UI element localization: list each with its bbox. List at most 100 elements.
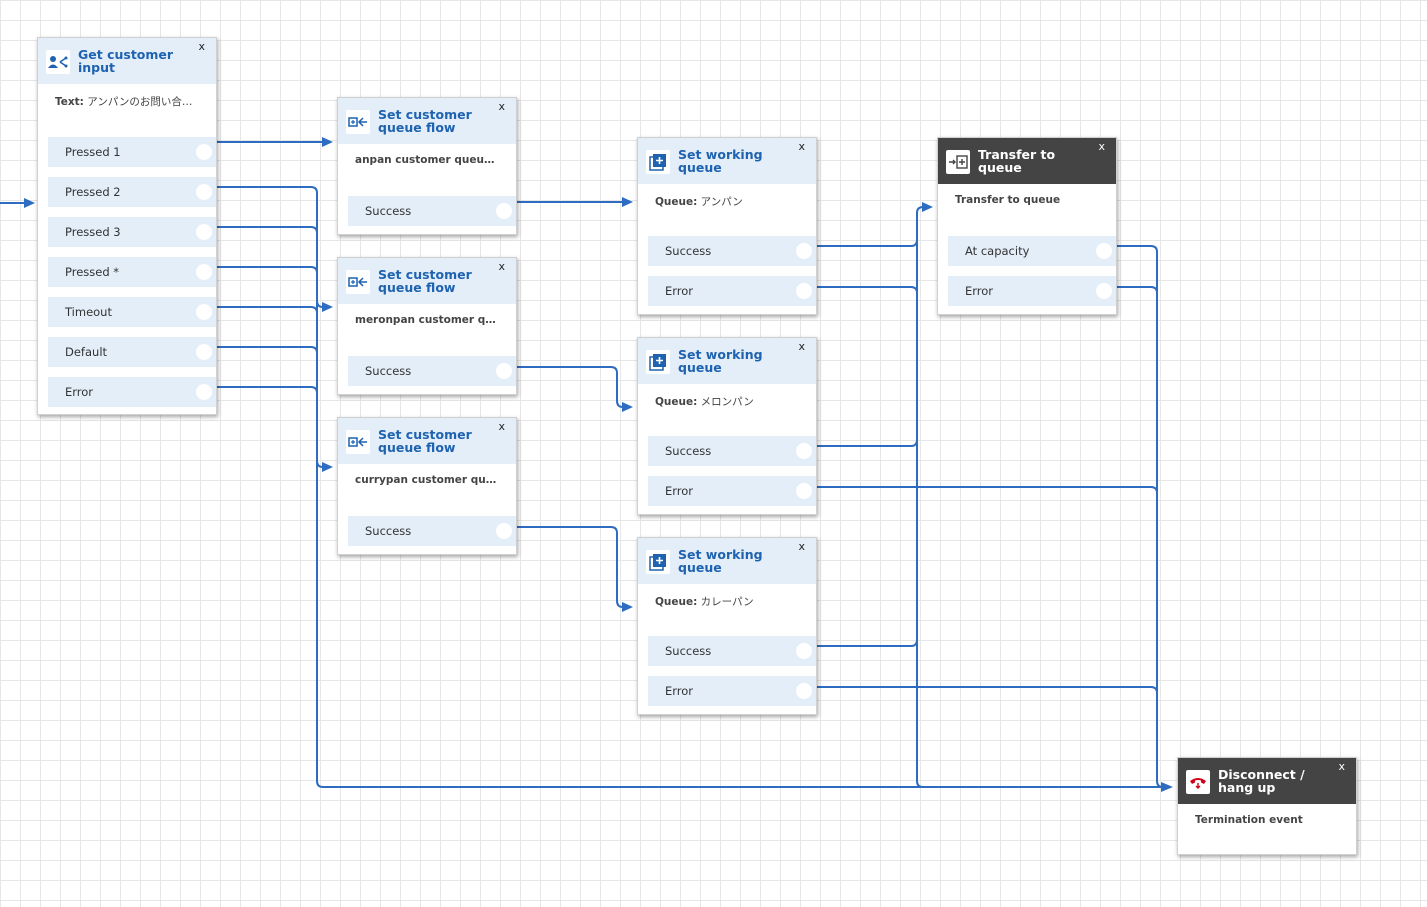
transfer-to-queue-block[interactable]: Transfer to queue x Transfer to queue At…: [937, 137, 1117, 315]
block-description: Termination event: [1195, 814, 1303, 826]
queue-flow-icon: [346, 110, 370, 134]
connector-handle[interactable]: [796, 683, 812, 699]
block-description: Queue: アンパン: [655, 196, 743, 208]
set-working-queue-block-1[interactable]: Set working queue x Queue: アンパン Success …: [637, 137, 817, 315]
branch-pressed-1[interactable]: Pressed 1: [48, 137, 216, 167]
block-header[interactable]: Set working queue x: [638, 538, 816, 584]
user-input-icon: [46, 50, 70, 74]
block-description: anpan customer queue flow: [355, 154, 516, 166]
connector-handle[interactable]: [196, 184, 212, 200]
branch-timeout[interactable]: Timeout: [48, 297, 216, 327]
close-icon[interactable]: x: [798, 540, 805, 553]
connector-handle[interactable]: [196, 384, 212, 400]
transfer-icon: [946, 150, 970, 174]
wire-swq3-error: [817, 686, 1158, 694]
connector-handle[interactable]: [496, 363, 512, 379]
queue-flow-icon: [346, 270, 370, 294]
connector-handle[interactable]: [196, 144, 212, 160]
queue-flow-icon: [346, 430, 370, 454]
connector-handle[interactable]: [196, 344, 212, 360]
branch-at-capacity[interactable]: At capacity: [948, 236, 1116, 266]
wire-pressed3: [217, 226, 326, 308]
block-header[interactable]: Set customer queue flow x: [338, 418, 516, 464]
add-queue-icon: [646, 550, 670, 574]
branch-error[interactable]: Error: [648, 476, 816, 506]
branch-pressed-3[interactable]: Pressed 3: [48, 217, 216, 247]
block-header[interactable]: Set customer queue flow x: [338, 258, 516, 304]
connector-handle[interactable]: [1096, 283, 1112, 299]
block-title: Set customer queue flow: [378, 267, 472, 295]
block-title: Get customer input: [78, 47, 174, 75]
block-title: Set working queue: [678, 147, 763, 175]
block-description: Queue: メロンパン: [655, 396, 754, 408]
wire-transfer-capacity: [1117, 245, 1164, 788]
wire-swq1-error: [817, 286, 924, 788]
block-header[interactable]: Disconnect / hang up x: [1178, 758, 1356, 804]
branch-pressed-star[interactable]: Pressed *: [48, 257, 216, 287]
set-working-queue-block-3[interactable]: Set working queue x Queue: カレーパン Success…: [637, 537, 817, 715]
close-icon[interactable]: x: [498, 100, 505, 113]
connector-handle[interactable]: [196, 224, 212, 240]
branch-success[interactable]: Success: [348, 516, 516, 546]
wire-error: [217, 386, 318, 394]
close-icon[interactable]: x: [498, 260, 505, 273]
add-queue-icon: [646, 150, 670, 174]
branch-pressed-2[interactable]: Pressed 2: [48, 177, 216, 207]
wire-timeout: [217, 306, 318, 314]
block-title: Set working queue: [678, 347, 763, 375]
block-title: Set customer queue flow: [378, 427, 472, 455]
block-title: Disconnect / hang up: [1218, 767, 1305, 795]
block-header[interactable]: Set customer queue flow x: [338, 98, 516, 144]
add-queue-icon: [646, 350, 670, 374]
set-customer-queue-flow-block-2[interactable]: Set customer queue flow x meronpan custo…: [337, 257, 517, 395]
connector-handle[interactable]: [196, 264, 212, 280]
block-header[interactable]: Transfer to queue x: [938, 138, 1116, 184]
connector-handle[interactable]: [196, 304, 212, 320]
set-working-queue-block-2[interactable]: Set working queue x Queue: メロンパン Success…: [637, 337, 817, 515]
connector-handle[interactable]: [796, 443, 812, 459]
close-icon[interactable]: x: [198, 40, 205, 53]
block-title: Set customer queue flow: [378, 107, 472, 135]
connector-handle[interactable]: [796, 483, 812, 499]
wire-swq3-success: [817, 213, 918, 647]
wire-swq2-success: [817, 213, 918, 447]
connector-handle[interactable]: [796, 643, 812, 659]
set-customer-queue-flow-block-3[interactable]: Set customer queue flow x currypan custo…: [337, 417, 517, 555]
hang-up-icon: [1186, 770, 1210, 794]
wire-pressed-star: [217, 266, 326, 468]
wire-swq2-error: [817, 486, 1158, 494]
close-icon[interactable]: x: [798, 140, 805, 153]
branch-error[interactable]: Error: [648, 276, 816, 306]
connector-handle[interactable]: [796, 283, 812, 299]
connector-handle[interactable]: [796, 243, 812, 259]
connector-handle[interactable]: [1096, 243, 1112, 259]
block-header[interactable]: Set working queue x: [638, 138, 816, 184]
branch-default[interactable]: Default: [48, 337, 216, 367]
branch-error[interactable]: Error: [648, 676, 816, 706]
branch-success[interactable]: Success: [648, 236, 816, 266]
branch-error[interactable]: Error: [948, 276, 1116, 306]
get-customer-input-block[interactable]: Get customer input x Text: アンパンのお問い合わ...…: [37, 37, 217, 415]
wire-scq3-success: [517, 526, 626, 608]
close-icon[interactable]: x: [798, 340, 805, 353]
branch-error[interactable]: Error: [48, 377, 216, 407]
branch-success[interactable]: Success: [648, 636, 816, 666]
disconnect-block[interactable]: Disconnect / hang up x Termination event: [1177, 757, 1357, 855]
branch-success[interactable]: Success: [348, 196, 516, 226]
block-header[interactable]: Get customer input x: [38, 38, 216, 84]
branch-success[interactable]: Success: [648, 436, 816, 466]
block-header[interactable]: Set working queue x: [638, 338, 816, 384]
block-description: meronpan customer queue...: [355, 314, 516, 326]
block-description: currypan customer queue f...: [355, 474, 516, 486]
connector-handle[interactable]: [496, 203, 512, 219]
close-icon[interactable]: x: [498, 420, 505, 433]
block-title: Transfer to queue: [978, 147, 1056, 175]
wire-swq1-success: [817, 206, 926, 247]
block-title: Set working queue: [678, 547, 763, 575]
connector-handle[interactable]: [496, 523, 512, 539]
branch-success[interactable]: Success: [348, 356, 516, 386]
close-icon[interactable]: x: [1098, 140, 1105, 153]
wire-transfer-error: [1117, 286, 1158, 294]
close-icon[interactable]: x: [1338, 760, 1345, 773]
set-customer-queue-flow-block-1[interactable]: Set customer queue flow x anpan customer…: [337, 97, 517, 235]
